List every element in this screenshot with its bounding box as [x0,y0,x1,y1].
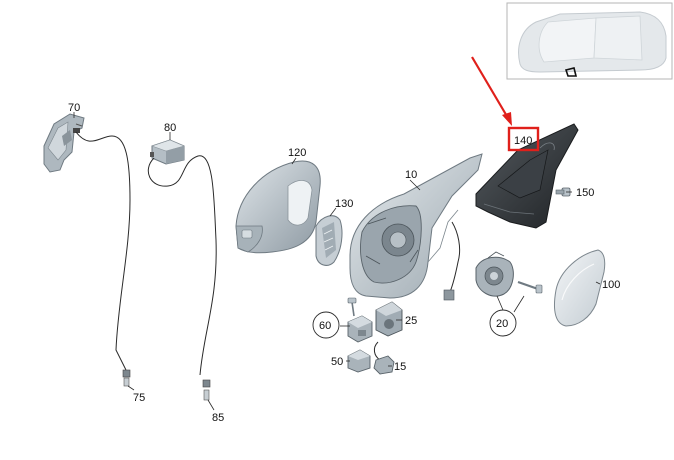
callout-85: 85 [212,412,224,424]
callout-70: 70 [68,102,80,114]
highlighted-mirror-on-car [564,67,578,77]
connector-75 [122,369,131,387]
callout-circle-60 [312,311,340,339]
callout-25: 25 [405,315,417,327]
callout-150: 150 [576,187,594,199]
callout-75: 75 [133,392,145,404]
callout-140: 140 [514,135,532,147]
part-20-adjuster [475,251,514,297]
highlight-box-140 [507,126,540,152]
car-locator-icon [506,2,673,80]
part-100-mirror-glass [553,249,606,327]
part-140-mirror-base [475,123,579,229]
callout-120: 120 [288,147,306,159]
callout-20: 20 [496,318,508,330]
part-25-motor [375,301,403,337]
cable-70-75 [75,131,131,371]
connector [73,128,80,133]
callout-10: 10 [405,169,417,181]
part-60-screw [347,297,357,317]
part-130-turn-signal [315,215,343,266]
part-70-bracket [43,113,85,173]
callout-60: 60 [319,320,331,332]
highlight-arrow [471,56,512,126]
part-120-mirror-cover [235,160,321,254]
cable-80-85 [147,155,217,376]
callout-130: 130 [335,198,353,210]
part-15-connector [373,355,395,375]
connector [443,289,455,301]
part-10-mirror-housing [349,153,483,301]
part-60-motor [347,315,373,343]
part-80-module [150,139,185,165]
part-50-motor [347,349,371,373]
callout-50: 50 [331,356,343,368]
screw-20 [517,280,543,294]
callout-80: 80 [164,122,176,134]
wire-15 [373,341,381,361]
callout-100: 100 [602,279,620,291]
harness [449,221,461,293]
callout-15: 15 [394,361,406,373]
callout-circle-20 [489,309,517,337]
connector-85 [202,379,211,401]
leader-lines [73,112,601,411]
